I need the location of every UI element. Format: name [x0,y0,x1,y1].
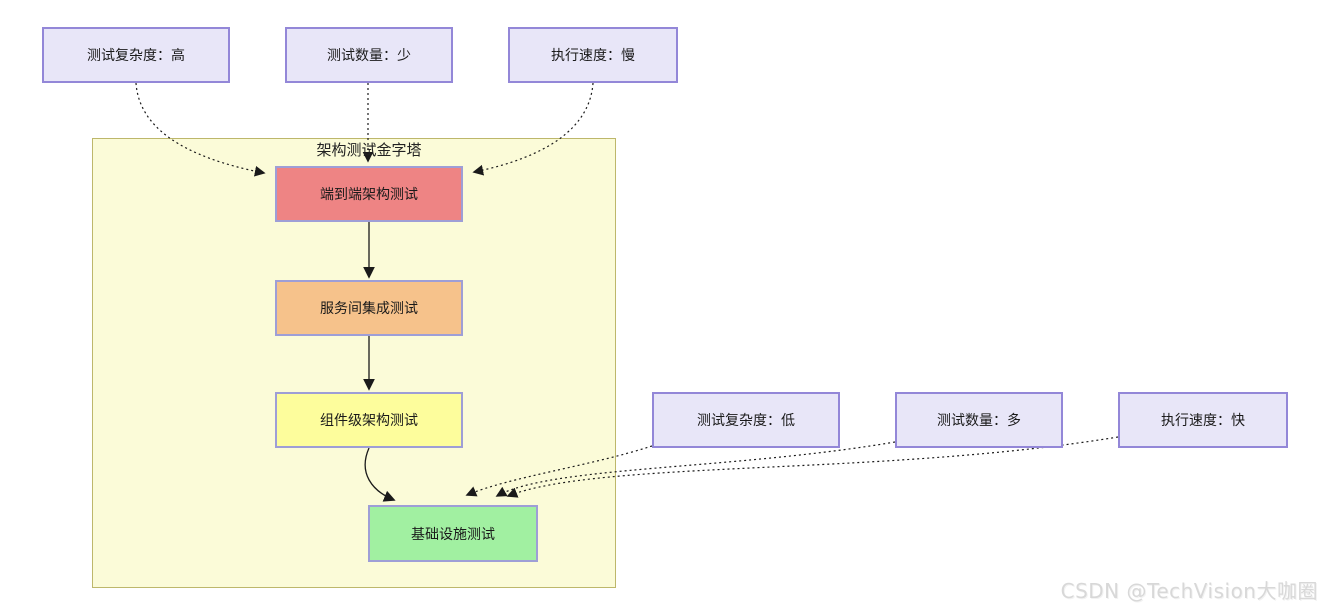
annotation-test-complexity-low: 测试复杂度：低 [652,392,840,448]
node-label: 组件级架构测试 [320,413,418,429]
node-label: 端到端架构测试 [320,187,418,203]
annotation-execution-speed-slow: 执行速度：慢 [508,27,678,83]
node-inter-service-integration-test: 服务间集成测试 [275,280,463,336]
annotation-label: 测试数量：多 [937,413,1021,429]
annotation-label: 测试复杂度：低 [697,413,795,429]
node-label: 基础设施测试 [411,526,495,543]
annotation-test-complexity-high: 测试复杂度：高 [42,27,230,83]
node-component-level-architecture-test: 组件级架构测试 [275,392,463,448]
annotation-execution-speed-fast: 执行速度：快 [1118,392,1288,448]
node-infrastructure-test: 基础设施测试 [368,505,538,562]
annotation-test-quantity-many: 测试数量：多 [895,392,1063,448]
watermark: CSDN @TechVision大咖圈 [1060,579,1318,603]
annotation-label: 执行速度：快 [1161,413,1245,429]
pyramid-title: 架构测试金字塔 [316,141,422,159]
annotation-test-quantity-few: 测试数量：少 [285,27,453,83]
annotation-label: 测试数量：少 [327,48,411,64]
annotation-label: 测试复杂度：高 [87,48,185,64]
node-end-to-end-architecture-test: 端到端架构测试 [275,166,463,222]
annotation-label: 执行速度：慢 [551,48,635,64]
node-label: 服务间集成测试 [320,301,418,317]
